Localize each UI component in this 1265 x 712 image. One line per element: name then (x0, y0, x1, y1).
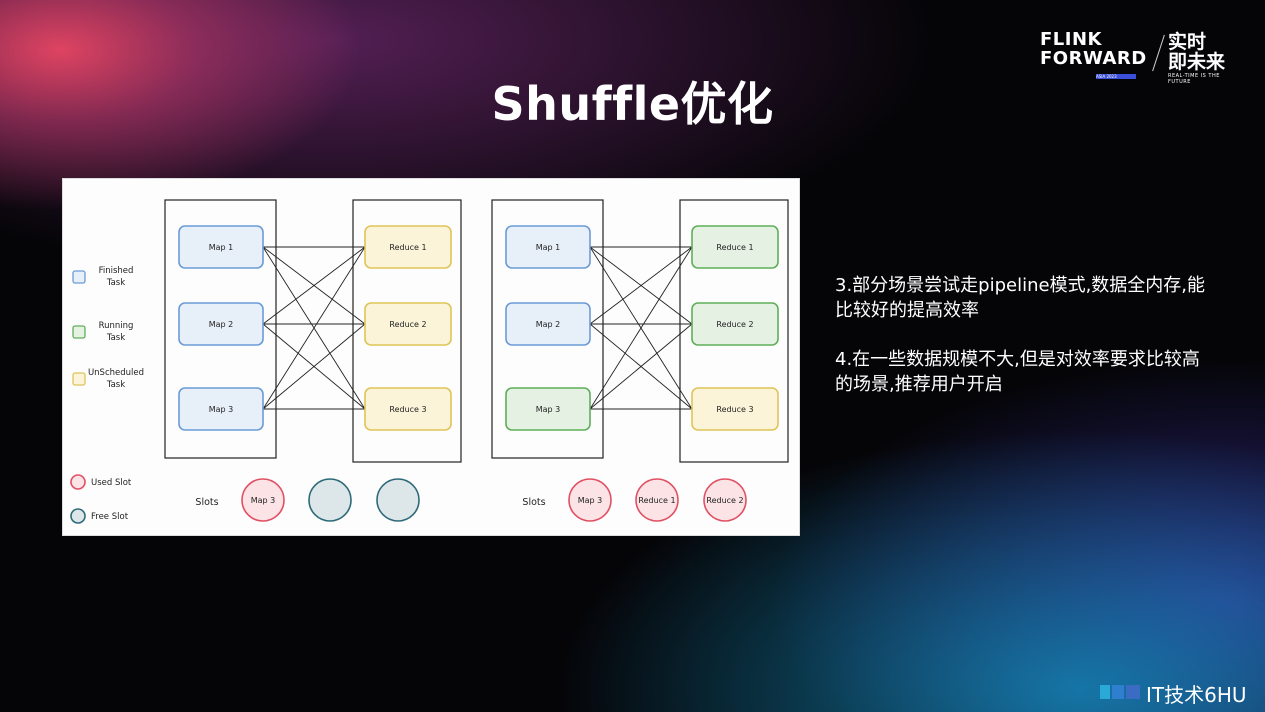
right-slot-2 (635, 478, 679, 522)
left-edge-2-1 (262, 246, 366, 325)
right-reduce-2 (691, 302, 779, 346)
legend-used-slot (70, 474, 86, 490)
flink-forward-logo: FLINK FORWARD ASIA 2023 实时 即未来 REAL-TIME… (1040, 29, 1240, 85)
logo-divider (1152, 34, 1165, 72)
right-slot-1-label: Map 3 (578, 496, 603, 505)
point-4: 4.在一些数据规模不大,但是对效率要求比较高的场景,推荐用户开启 (835, 349, 1200, 395)
legend-label-unscheduled: UnScheduled (88, 368, 144, 378)
diagram-canvas: FinishedTaskRunningTaskUnScheduledTaskUs… (70, 199, 789, 524)
left-slots-label: Slots (195, 497, 218, 508)
left-slot-1 (241, 478, 285, 522)
right-edge-2-1 (589, 246, 693, 325)
left-reduce-1-label: Reduce 1 (389, 243, 426, 252)
left-reduce-1 (364, 225, 452, 269)
watermark-icon (1100, 685, 1140, 699)
left-map-3 (178, 387, 264, 431)
left-map-2-label: Map 2 (209, 320, 234, 329)
left-map-1 (178, 225, 264, 269)
left-edge-3-1 (262, 246, 366, 410)
legend-free-slot (70, 508, 86, 524)
right-slot-3-label: Reduce 2 (706, 496, 743, 505)
legend-swatch-running (72, 325, 86, 339)
right-reduce-1 (691, 225, 779, 269)
left-map-container (164, 199, 277, 459)
legend-swatch-finished (72, 270, 86, 284)
left-slot-3 (376, 478, 420, 522)
right-edge-3-2 (589, 323, 693, 410)
description-text: 3.部分场景尝试走pipeline模式,数据全内存,能比较好的提高效率 4.在一… (835, 273, 1215, 421)
right-map-3 (505, 387, 591, 431)
right-slot-1 (568, 478, 612, 522)
right-map-container (491, 199, 604, 459)
left-slot-1-label: Map 3 (251, 496, 276, 505)
legend-swatch-unscheduled (72, 372, 86, 386)
right-reduce-1-label: Reduce 1 (716, 243, 753, 252)
right-slot-3 (703, 478, 747, 522)
legend-label-finished: Finished (99, 266, 134, 276)
right-reduce-3 (691, 387, 779, 431)
right-reduce-3-label: Reduce 3 (716, 405, 753, 414)
left-map-3-label: Map 3 (209, 405, 234, 414)
point-3: 3.部分场景尝试走pipeline模式,数据全内存,能比较好的提高效率 (835, 275, 1206, 321)
right-map-2-label: Map 2 (536, 320, 561, 329)
left-reduce-2 (364, 302, 452, 346)
right-slot-2-label: Reduce 1 (638, 496, 675, 505)
left-map-1-label: Map 1 (209, 243, 234, 252)
right-edge-3-1 (589, 246, 693, 410)
legend-label-running: Running (99, 321, 134, 331)
legend-label-running-task: Task (106, 333, 125, 343)
left-reduce-3 (364, 387, 452, 431)
logo-slogan-en: REAL-TIME IS THE FUTURE (1168, 73, 1220, 85)
logo-slogan-cn: 实时 即未来 (1168, 31, 1226, 73)
left-map-2 (178, 302, 264, 346)
left-edge-3-2 (262, 323, 366, 410)
legend-label-unscheduled-task: Task (106, 380, 125, 390)
left-slot-2 (308, 478, 352, 522)
logo-text: FLINK FORWARD (1040, 29, 1147, 69)
legend-label-finished-task: Task (106, 278, 125, 288)
logo-badge: ASIA 2023 (1096, 74, 1136, 79)
left-reduce-3-label: Reduce 3 (389, 405, 426, 414)
legend-used-slot-label: Used Slot (91, 478, 132, 488)
right-map-2 (505, 302, 591, 346)
right-map-3-label: Map 3 (536, 405, 561, 414)
right-reduce-2-label: Reduce 2 (716, 320, 753, 329)
legend-free-slot-label: Free Slot (91, 512, 129, 522)
right-map-1-label: Map 1 (536, 243, 561, 252)
page-title: Shuffle优化 (491, 77, 774, 131)
left-reduce-2-label: Reduce 2 (389, 320, 426, 329)
right-reduce-container (679, 199, 789, 463)
left-reduce-container (352, 199, 462, 463)
right-map-1 (505, 225, 591, 269)
right-slots-label: Slots (522, 497, 545, 508)
watermark-text: IT技术6HU (1146, 683, 1247, 707)
